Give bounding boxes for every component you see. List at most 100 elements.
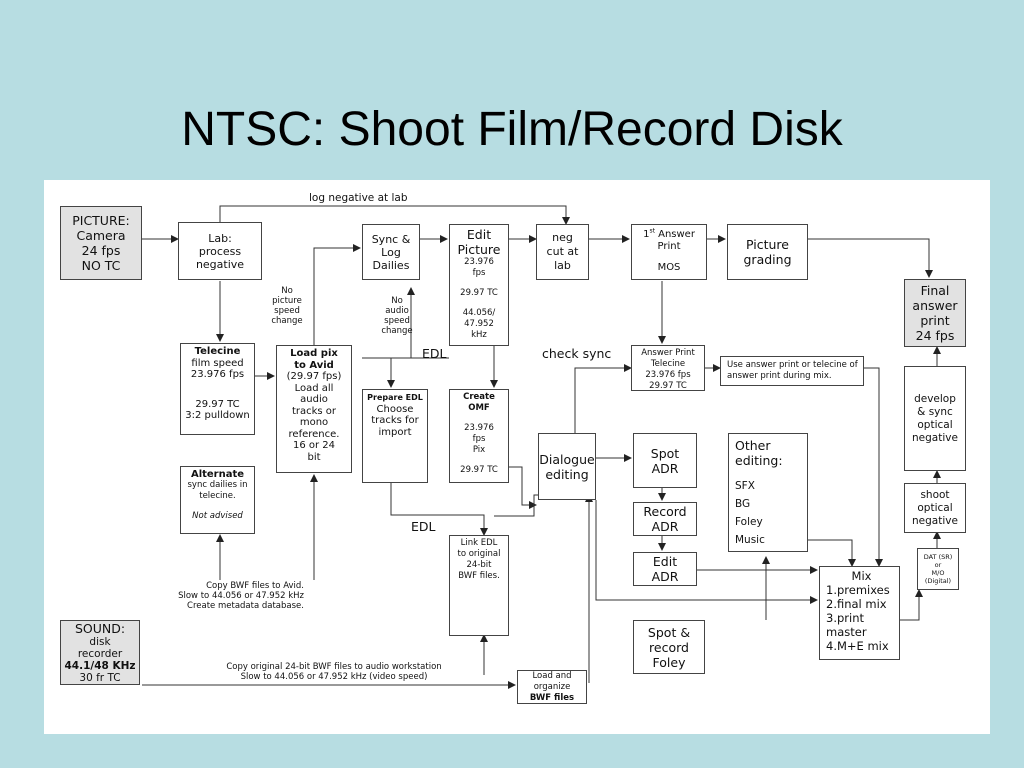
text: ADR xyxy=(651,460,679,476)
connector-arrows xyxy=(142,205,941,689)
text: picture xyxy=(272,296,302,306)
text: 23.976 fps xyxy=(645,370,691,380)
text: lab xyxy=(554,259,571,272)
box-alternate: Alternate sync dailies in telecine. Not … xyxy=(180,466,255,534)
text: (Digital) xyxy=(924,577,952,585)
text: M/O xyxy=(931,569,945,577)
title: Telecine xyxy=(194,346,241,357)
text: tracks for xyxy=(371,415,419,426)
label-no-audio-speed: No audio speed change xyxy=(377,296,417,336)
text: Not advised xyxy=(192,511,243,521)
text: 4.M+E mix xyxy=(826,639,889,653)
label-log-negative: log negative at lab xyxy=(309,192,408,204)
arrow-dialogue-mix xyxy=(595,500,818,604)
text: Load all xyxy=(294,382,334,394)
text: 1 xyxy=(643,229,650,240)
title: Mix xyxy=(851,569,872,583)
text: NO TC xyxy=(81,258,121,273)
text: Dailies xyxy=(372,258,410,272)
text: negative xyxy=(912,431,958,444)
text: to original xyxy=(457,549,501,559)
text: change xyxy=(381,326,413,336)
text: MOS xyxy=(657,262,681,273)
text: record xyxy=(649,639,689,655)
text: negative xyxy=(195,257,245,271)
text: Record xyxy=(643,504,687,519)
text: ADR xyxy=(651,519,679,534)
text: 29.97 TC xyxy=(460,288,498,298)
text: BG xyxy=(735,498,751,510)
text: Spot & xyxy=(647,624,691,640)
arrow-grading-final xyxy=(808,238,933,278)
text: print xyxy=(920,313,950,328)
box-develop-sync-negative: develop & sync optical negative xyxy=(904,366,966,471)
text: Answer xyxy=(654,229,695,240)
arrow-omf-dialogue xyxy=(509,466,537,509)
title: Alternate xyxy=(190,469,245,480)
text: tracks or xyxy=(291,405,337,417)
text: audio xyxy=(300,394,328,405)
box-first-answer-print: 1st Answer Print MOS xyxy=(631,224,707,280)
text: 16 or 24 xyxy=(292,440,336,451)
box-shoot-optical-negative: shoot optical negative xyxy=(904,483,966,533)
text: kHz xyxy=(471,330,487,340)
box-spot-adr: Spot ADR xyxy=(633,433,697,488)
box-mix-note: Use answer print or telecine of answer p… xyxy=(720,356,864,386)
box-sync-log-dailies: Sync & Log Dailies xyxy=(362,224,420,280)
text: or xyxy=(934,561,942,569)
text: 3.print xyxy=(826,611,864,625)
text: 44.1/48 KHz xyxy=(64,660,136,672)
text: ADR xyxy=(651,569,679,584)
box-load-pix-avid: Load pix to Avid (29.97 fps) Load all au… xyxy=(276,345,352,473)
label-no-picture-speed: No picture speed change xyxy=(265,286,309,326)
box-edit-picture: Edit Picture 23.976 fps 29.97 TC 44.056/… xyxy=(449,224,509,346)
text: neg xyxy=(552,231,573,244)
title: Create xyxy=(463,392,495,402)
text: answer xyxy=(912,298,958,313)
box-lab-process: Lab: process negative xyxy=(178,222,262,280)
text: answer print during mix. xyxy=(727,371,832,381)
label-copy-bwf-avid: Copy BWF files to Avid. Slow to 44.056 o… xyxy=(134,581,304,611)
text: change xyxy=(271,316,303,326)
text: Log xyxy=(381,245,401,259)
text: mono xyxy=(299,417,329,428)
text: fps xyxy=(472,268,486,278)
title: Load pix xyxy=(290,348,338,359)
box-link-edl: Link EDL to original 24-bit BWF files. xyxy=(449,535,509,636)
text: audio xyxy=(385,306,409,316)
text: Slow to 44.056 or 47.952 kHz (video spee… xyxy=(240,672,428,682)
text: Copy original 24-bit BWF files to audio … xyxy=(226,662,442,672)
slide-title: NTSC: Shoot Film/Record Disk xyxy=(181,103,843,156)
text: 23.976 xyxy=(464,423,494,433)
text: develop xyxy=(914,392,956,405)
text: 24 fps xyxy=(81,243,121,258)
text: cut at xyxy=(546,245,579,258)
arrow-mix-dat xyxy=(900,589,923,621)
text: organize xyxy=(533,681,571,692)
label-edl-top: EDL xyxy=(422,346,447,361)
arrow-check-sync xyxy=(574,364,632,433)
box-dat-mo: DAT (SR) or M/O (Digital) xyxy=(917,548,959,590)
box-sound-disk-recorder: SOUND: disk recorder 44.1/48 KHz 30 fr T… xyxy=(60,620,140,685)
text: editing xyxy=(545,466,589,482)
title: SOUND: xyxy=(74,621,126,636)
arrow-edit-prepare xyxy=(387,357,449,388)
text: Create metadata database. xyxy=(187,601,304,611)
text: PICTURE: xyxy=(72,213,130,228)
text: 1.premixes xyxy=(826,583,890,597)
text: & sync xyxy=(917,405,953,418)
box-final-answer-print: Final answer print 24 fps xyxy=(904,279,966,347)
text: process xyxy=(198,244,242,258)
text: 3:2 pulldown xyxy=(185,410,250,421)
label-check-sync: check sync xyxy=(542,346,612,361)
text: 44.056/ xyxy=(462,308,496,318)
box-edit-adr: Edit ADR xyxy=(633,552,697,586)
text: import xyxy=(378,426,412,438)
title: OMF xyxy=(468,403,490,413)
box-other-editing: Other editing: SFX BG Foley Music xyxy=(728,433,808,552)
text: negative xyxy=(912,514,958,527)
text: Foley xyxy=(652,654,686,670)
text: telecine. xyxy=(199,491,236,501)
arrow-note-mix xyxy=(864,367,883,567)
arrow-other-mix xyxy=(806,539,856,567)
